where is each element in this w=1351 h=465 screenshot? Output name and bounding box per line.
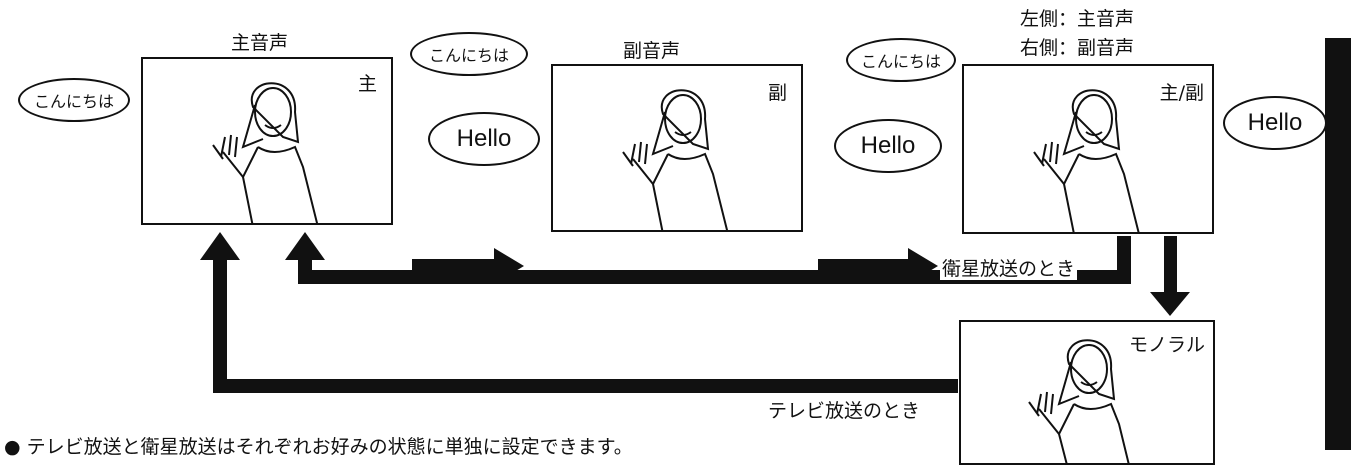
speech-bubble-konnichiwa: こんにちは: [846, 38, 956, 82]
heading-main-audio: 主音声: [231, 32, 289, 54]
woman-waving-icon: [622, 89, 729, 230]
heading-left-side: 左側：主音声: [1020, 8, 1135, 30]
heading-sub-audio: 副音声: [623, 40, 681, 62]
speech-bubble-hello: Hello: [1223, 96, 1327, 150]
speech-bubble-hello: Hello: [428, 112, 540, 166]
route-label-satellite: 衛星放送のとき: [940, 258, 1078, 280]
route-label-terrestrial: テレビ放送のとき: [768, 400, 921, 422]
woman-waving-icon: [1033, 89, 1140, 232]
woman-waving-icon: [212, 82, 319, 223]
speech-bubble-hello: Hello: [834, 119, 942, 173]
panel-dual-audio: 主/副: [962, 64, 1214, 234]
speech-bubble-konnichiwa: こんにちは: [18, 78, 130, 122]
woman-waving-icon: [1028, 339, 1130, 465]
heading-right-side: 右側：副音声: [1020, 37, 1135, 59]
panel-main-audio: 主: [141, 57, 393, 225]
panel-tag-sub: 副: [767, 82, 787, 104]
bullet-icon: ●: [4, 436, 21, 458]
panel-tag-main: 主: [357, 73, 377, 95]
speech-bubble-konnichiwa: こんにちは: [410, 32, 528, 76]
panel-tag-dual: 主/副: [1159, 82, 1204, 104]
panel-tag-mono: モノラル: [1128, 334, 1205, 356]
section-tab: [1325, 38, 1351, 450]
footnote-text: テレビ放送と衛星放送はそれぞれお好みの状態に単独に設定できます。: [26, 436, 633, 458]
panel-mono-audio: モノラル: [959, 320, 1215, 465]
footnote: ● テレビ放送と衛星放送はそれぞれお好みの状態に単独に設定できます。: [4, 432, 633, 459]
panel-sub-audio: 副: [551, 64, 803, 232]
